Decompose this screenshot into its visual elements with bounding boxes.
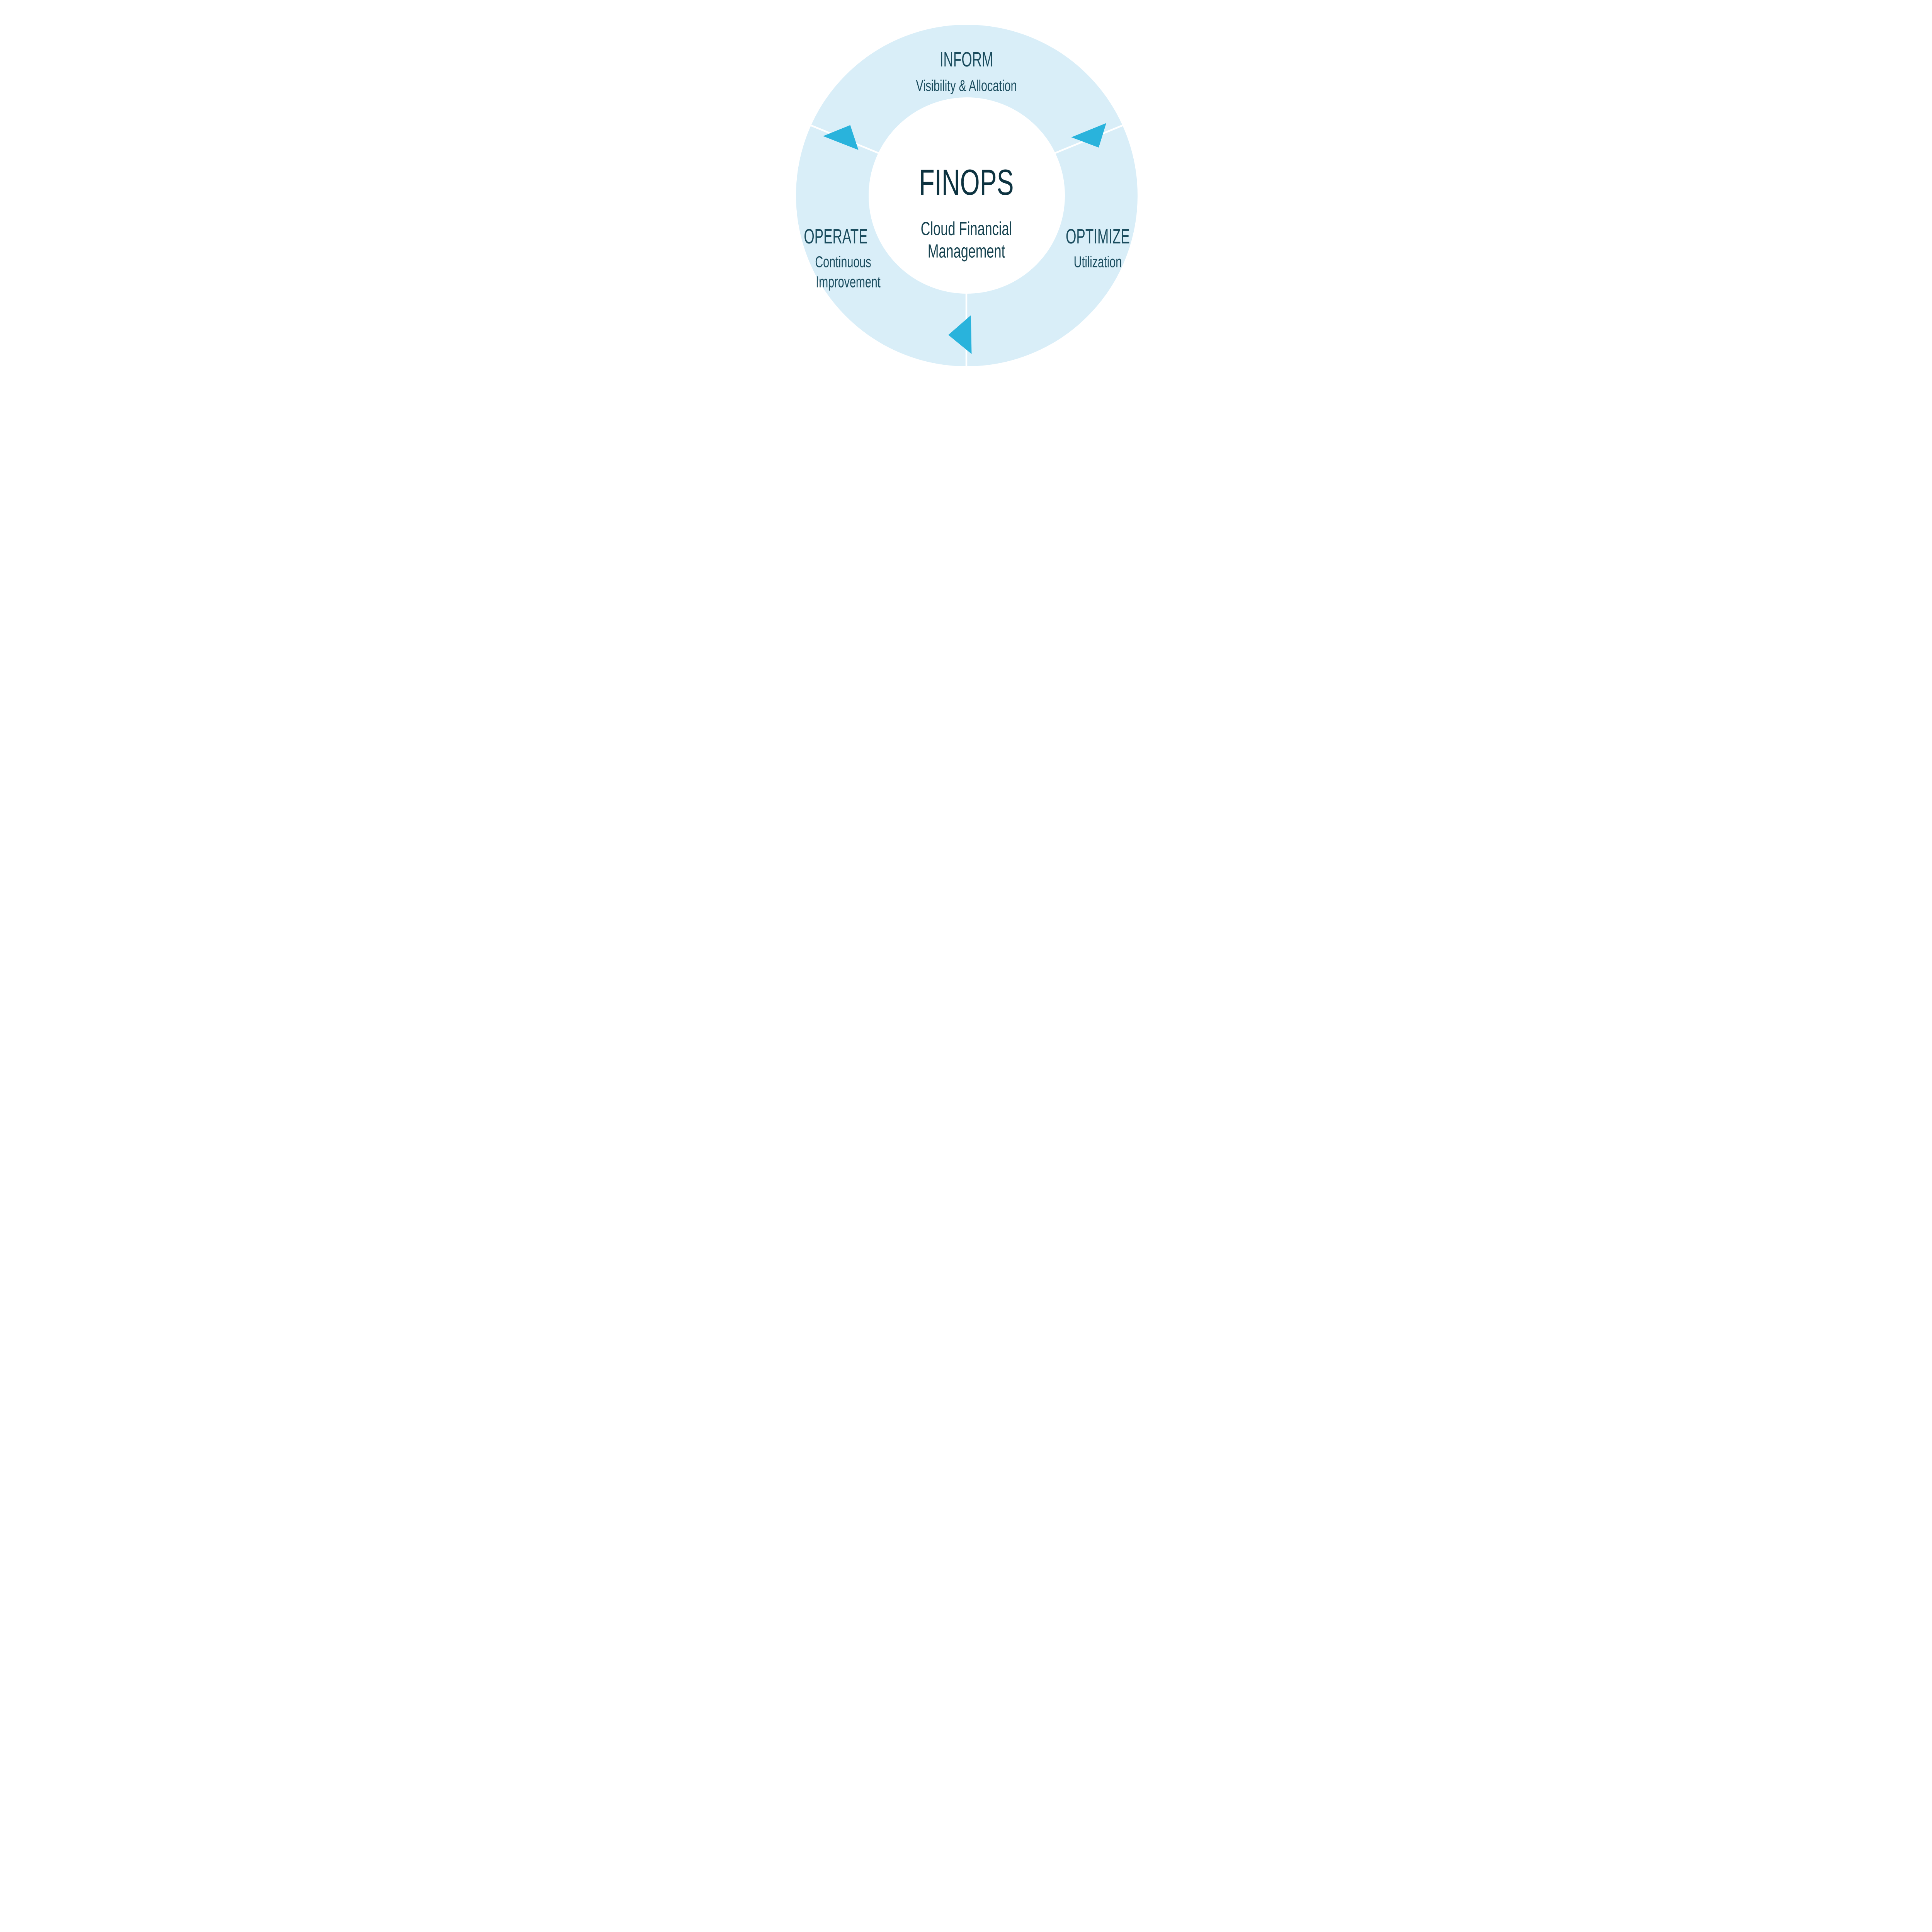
lifecycle-ring-graphic: [796, 25, 1138, 369]
segment-description-optimize: Utilization: [1073, 253, 1122, 271]
segment-description-inform: Visibility & Allocation: [916, 77, 1017, 95]
segment-label-inform: INFORM: [939, 48, 993, 71]
center-subtitle-line1: Cloud Financial: [920, 218, 1012, 240]
segment-label-optimize: OPTIMIZE: [1066, 225, 1130, 248]
center-subtitle-line2: Management: [927, 241, 1005, 262]
cycle-arrow-icon-top-left: [823, 125, 859, 150]
cycle-arrow-icon-top-right: [1071, 123, 1106, 148]
center-title: FINOPS: [919, 162, 1014, 202]
segment-label-operate: OPERATE: [804, 225, 868, 248]
finops-lifecycle-diagram: INFORM Visibility & Allocation FINOPS Cl…: [768, 0, 1164, 396]
segment-description-operate-line2: Improvement: [816, 273, 881, 291]
segment-description-operate-line1: Continuous: [815, 253, 871, 271]
cycle-arrow-icon-bottom: [948, 315, 972, 354]
